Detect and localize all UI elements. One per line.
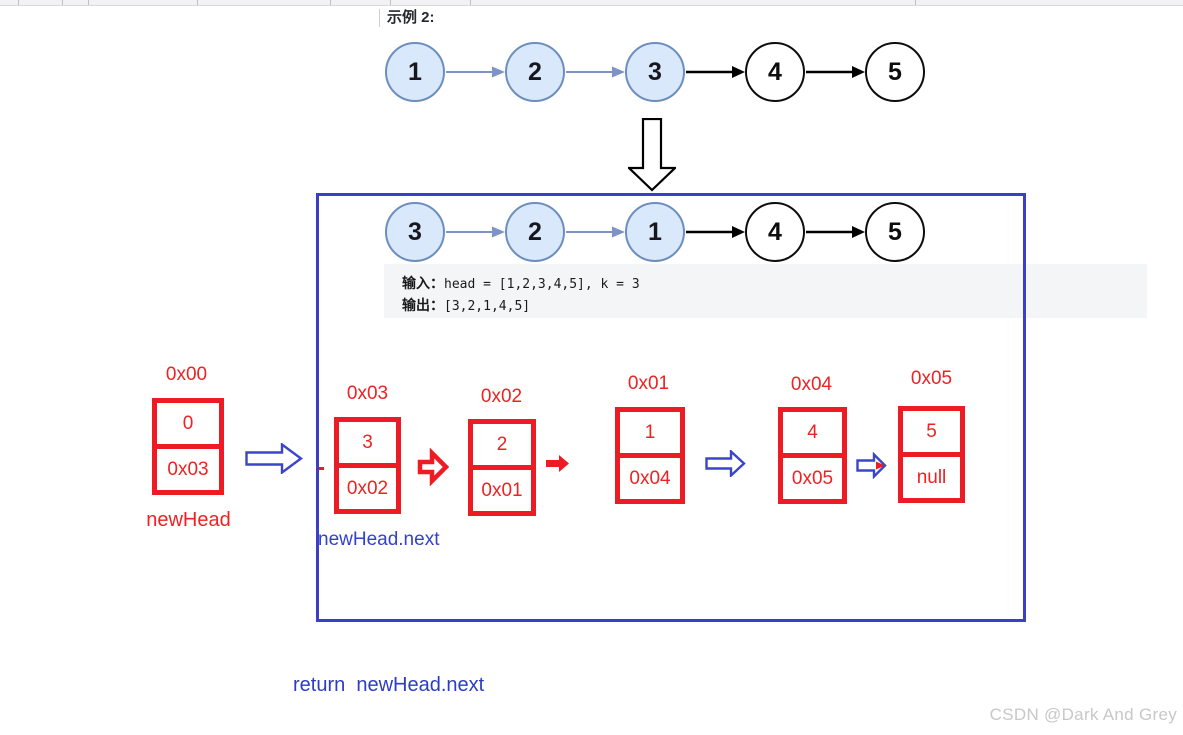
newhead-caption: newHead	[146, 509, 231, 531]
newhead-next-label: newHead.next	[318, 529, 440, 550]
csdn-watermark: CSDN @Dark And Grey	[989, 705, 1177, 724]
result-node-5: 5	[865, 202, 925, 262]
address-label: 0x02	[480, 386, 523, 407]
list-node-value: 5	[888, 217, 902, 246]
result-node-1: 1	[625, 202, 685, 262]
node-next-cell: 0x03	[157, 444, 219, 490]
result-frame	[316, 193, 1026, 622]
list-node-4: 4	[745, 42, 805, 102]
block-arrow-blue-icon	[245, 443, 303, 474]
arrow-right-icon	[806, 226, 865, 238]
input-code: head = [1,2,3,4,5], k = 3	[444, 277, 640, 292]
node-next-cell: 0x04	[620, 453, 680, 499]
node-value-cell: 1	[644, 421, 656, 443]
list-node-value: 2	[528, 57, 542, 86]
arrow-right-icon	[686, 66, 745, 78]
memory-node-0x04: 4 0x05	[778, 407, 847, 504]
address-label: 0x00	[165, 364, 208, 385]
top-strip-tick	[197, 0, 198, 5]
arrow-right-icon	[446, 66, 505, 78]
memory-node-0x03: 3 0x02	[334, 417, 401, 514]
block-arrow-red-icon	[417, 448, 450, 486]
top-strip-tick	[470, 0, 471, 5]
list-node-3: 3	[625, 42, 685, 102]
output-line: 输出：[3,2,1,4,5]	[402, 294, 1147, 316]
return-statement: return newHead.next	[293, 674, 485, 696]
arrow-right-icon	[686, 226, 745, 238]
node-next-cell: null	[903, 452, 960, 498]
address-label: 0x04	[790, 374, 833, 395]
result-node-3: 3	[385, 202, 445, 262]
top-strip-tick	[18, 0, 19, 5]
top-strip-tick	[62, 0, 63, 5]
node-value-cell: 5	[926, 420, 937, 442]
list-node-2: 2	[505, 42, 565, 102]
top-strip-tick	[88, 0, 89, 5]
list-node-value: 1	[408, 57, 422, 86]
block-arrow-blue-red-tip-icon	[856, 452, 887, 479]
node-next-cell: 0x01	[473, 465, 531, 511]
node-value-cell: 4	[807, 421, 818, 443]
memory-node-0x01: 1 0x04	[615, 407, 685, 504]
address-label: 0x01	[627, 373, 670, 394]
node-value-cell: 3	[362, 431, 373, 453]
top-strip-tick	[390, 0, 391, 5]
output-label: 输出：	[402, 297, 444, 313]
list-node-value: 1	[648, 217, 662, 246]
result-node-4: 4	[745, 202, 805, 262]
memory-node-0x05: 5 null	[898, 406, 965, 503]
input-line: 输入：head = [1,2,3,4,5], k = 3	[402, 272, 1147, 294]
result-node-2: 2	[505, 202, 565, 262]
node-value-cell: 2	[496, 433, 508, 455]
example-heading: 示例 2:	[379, 9, 435, 27]
list-node-value: 5	[888, 57, 902, 86]
io-example-block: 输入：head = [1,2,3,4,5], k = 3 输出：[3,2,1,4…	[384, 264, 1147, 318]
list-node-value: 3	[648, 57, 662, 86]
list-node-value: 2	[528, 217, 542, 246]
list-node-value: 4	[768, 57, 782, 86]
memory-node-0x00: 0 0x03	[152, 398, 224, 495]
top-strip-tick	[915, 0, 916, 5]
arrow-right-icon	[566, 66, 625, 78]
block-arrow-blue-icon	[705, 450, 746, 477]
node-next-cell: 0x02	[339, 463, 396, 509]
output-code: [3,2,1,4,5]	[444, 299, 531, 314]
arrow-right-icon	[446, 226, 505, 238]
arrow-right-icon	[566, 226, 625, 238]
node-value-cell: 0	[182, 412, 194, 434]
top-table-edge	[0, 0, 1183, 6]
list-node-value: 3	[408, 217, 422, 246]
arrow-right-icon	[806, 66, 865, 78]
node-next-cell: 0x05	[783, 453, 842, 499]
address-label: 0x03	[346, 383, 389, 404]
solid-arrow-red-icon	[546, 455, 569, 472]
list-node-5: 5	[865, 42, 925, 102]
stray-red-mark	[319, 467, 324, 470]
address-label: 0x05	[910, 368, 953, 389]
memory-node-0x02: 2 0x01	[468, 419, 536, 516]
list-node-value: 4	[768, 217, 782, 246]
down-arrow-icon	[628, 118, 676, 192]
list-node-1: 1	[385, 42, 445, 102]
input-label: 输入：	[402, 275, 444, 291]
top-strip-tick	[330, 0, 331, 5]
